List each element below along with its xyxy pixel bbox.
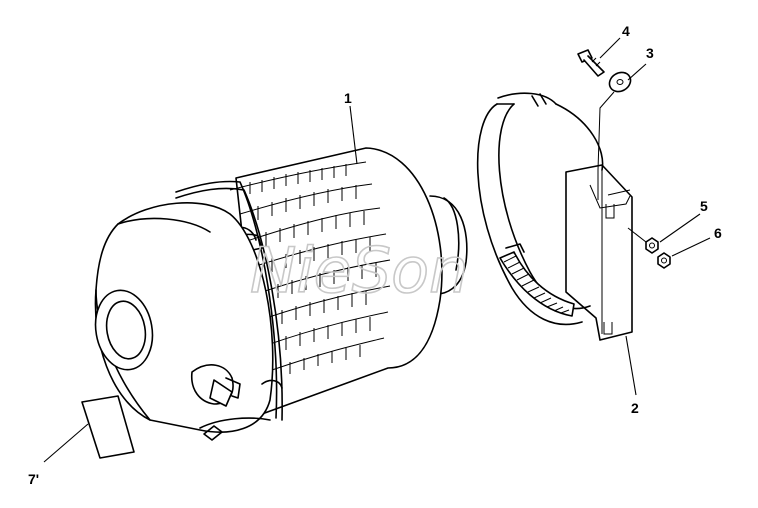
air-filter-assembly (94, 147, 468, 441)
callout-2: 2 (631, 400, 639, 416)
callout-7: 7' (28, 471, 39, 487)
nut-axis-line (627, 227, 647, 243)
decal-label (81, 395, 135, 459)
washer (608, 71, 632, 93)
callout-4: 4 (622, 23, 630, 39)
callout-1: 1 (344, 90, 352, 106)
callout-6: 6 (714, 225, 722, 241)
callout-5: 5 (700, 198, 708, 214)
nut-5 (645, 237, 659, 254)
callout-3: 3 (646, 45, 654, 61)
mounting-bracket (476, 92, 633, 341)
bolt (577, 49, 605, 77)
bolt-axis-line (597, 91, 615, 171)
watermark: NieSon (250, 234, 468, 307)
nut-6 (657, 252, 671, 269)
leader-lines (43, 37, 711, 463)
